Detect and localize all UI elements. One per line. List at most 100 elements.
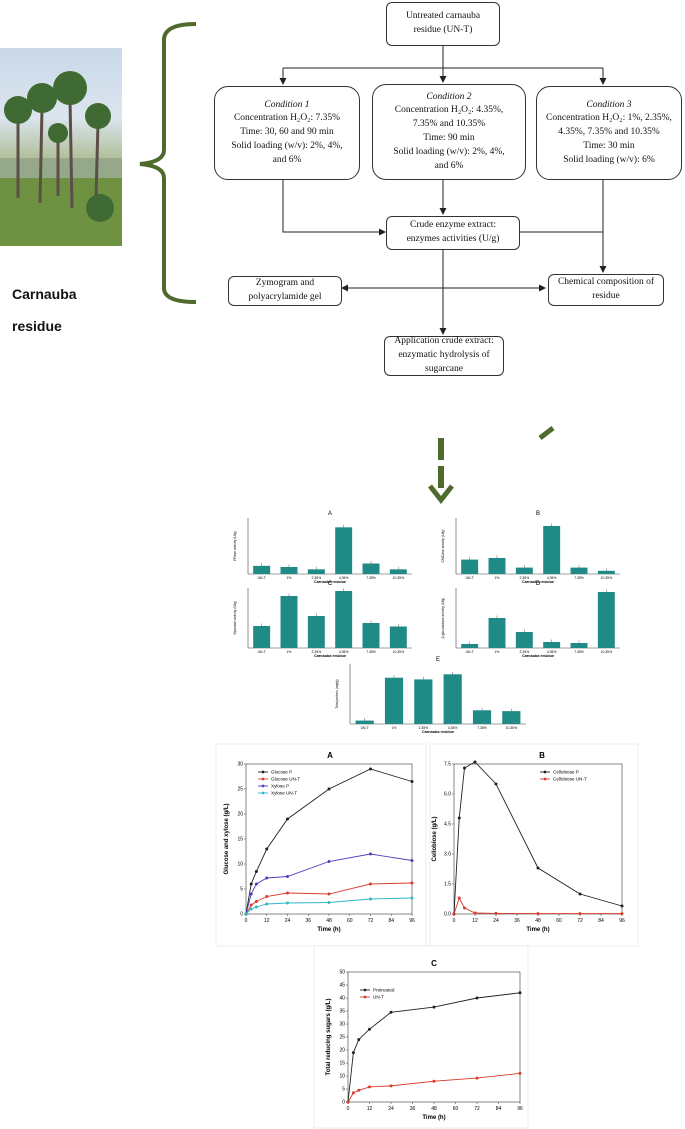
- data-point: [244, 912, 248, 916]
- data-point: [327, 787, 331, 791]
- bar: [488, 558, 506, 574]
- y-tick-label: 5: [342, 1087, 345, 1093]
- bar: [335, 591, 353, 648]
- x-axis-label: Carnauba residue: [522, 580, 554, 584]
- data-point: [244, 912, 248, 916]
- condition-2-line1: Concentration H₂O₂: 4.35%,: [394, 105, 504, 116]
- x-tick-label: 72: [577, 918, 583, 924]
- data-point: [369, 852, 372, 856]
- x-tick-label: 48: [535, 918, 541, 924]
- data-point: [452, 912, 456, 916]
- application-line1: Application crude extract:: [394, 336, 494, 347]
- x-tick-label: 1%: [495, 650, 500, 654]
- line-chart-title: B: [539, 751, 545, 760]
- series-line: [453, 761, 623, 915]
- legend-marker: [543, 770, 547, 774]
- y-tick-label: 10: [339, 1074, 345, 1080]
- data-point: [249, 907, 253, 911]
- x-tick-label: 7.35%: [574, 650, 584, 654]
- legend-marker: [363, 995, 367, 999]
- x-tick-label: 10.35%: [601, 650, 613, 654]
- bar: [389, 626, 407, 648]
- condition-2-line5: and 6%: [434, 160, 464, 171]
- data-point: [389, 1010, 393, 1014]
- data-point: [536, 866, 540, 870]
- photo-label-line1: Carnauba: [12, 286, 77, 302]
- x-tick-label: 48: [431, 1106, 437, 1112]
- condition-2-line4: Solid loading (w/v): 2%, 4%,: [393, 146, 505, 157]
- x-tick-label: 2.35%: [312, 576, 322, 580]
- bar: [461, 559, 479, 574]
- application-box: Application crude extract: enzymatic hyd…: [384, 336, 504, 376]
- y-axis-label: Glucose and xylose (g/L): [224, 803, 230, 874]
- y-tick-label: 5: [240, 887, 243, 893]
- x-axis-label: Time (h): [526, 927, 549, 933]
- x-tick-label: 24: [388, 1106, 394, 1112]
- legend-marker: [261, 777, 265, 781]
- data-point: [368, 1085, 371, 1089]
- condition-1-line3: Solid loading (w/v): 2%, 4%,: [231, 140, 343, 151]
- data-point: [265, 847, 269, 851]
- legend-label: Cellobiose UN-T: [553, 777, 587, 782]
- flowchart-connectors: [139, 22, 607, 505]
- bar: [443, 674, 462, 724]
- legend-label: Cellobiose P: [553, 770, 579, 775]
- data-point: [254, 882, 258, 886]
- grouping-bracket: [139, 22, 197, 304]
- data-point: [473, 760, 477, 764]
- bar: [472, 710, 492, 724]
- x-tick-label: 4.35%: [448, 726, 458, 730]
- series-line: [245, 897, 413, 915]
- bar: [502, 711, 521, 724]
- chemical-line2: residue: [592, 291, 620, 301]
- chart-panel: [313, 945, 529, 1129]
- y-tick-label: 50: [339, 970, 345, 976]
- data-point: [463, 906, 466, 910]
- data-point: [265, 876, 269, 880]
- data-point: [620, 912, 624, 916]
- data-point: [369, 767, 372, 771]
- x-tick-label: 2.35%: [520, 650, 530, 654]
- bar: [389, 569, 407, 574]
- x-tick-label: UN-T: [466, 576, 474, 580]
- bar: [570, 567, 588, 574]
- x-tick-label: 24: [285, 918, 291, 924]
- legend-marker: [261, 784, 265, 788]
- zymogram-line1: Zymogram and: [255, 278, 315, 289]
- x-tick-label: 24: [493, 918, 499, 924]
- bar: [515, 632, 533, 648]
- x-tick-label: 96: [517, 1106, 523, 1112]
- legend-label: Pretreated: [373, 988, 395, 993]
- data-point: [457, 896, 461, 900]
- bar: [570, 643, 588, 648]
- x-tick-label: 7.35%: [477, 726, 487, 730]
- x-tick-label: 60: [347, 918, 353, 924]
- x-axis-label: Time (h): [422, 1115, 445, 1121]
- data-point: [410, 859, 414, 862]
- x-tick-label: 4.35%: [339, 650, 349, 654]
- photo-label-line2: residue: [12, 318, 62, 334]
- data-point: [249, 882, 253, 886]
- bar-chart-title: E: [436, 657, 440, 663]
- data-point: [327, 860, 331, 863]
- x-tick-label: UN-T: [466, 650, 474, 654]
- x-tick-label: 60: [453, 1106, 459, 1112]
- bar-chart-title: C: [328, 581, 333, 587]
- y-tick-label: 20: [339, 1048, 345, 1054]
- x-tick-label: 1%: [495, 576, 500, 580]
- x-tick-label: 72: [368, 918, 374, 924]
- x-tick-label: 1%: [287, 650, 292, 654]
- bar: [597, 570, 615, 574]
- x-tick-label: 12: [472, 918, 478, 924]
- data-point: [368, 1027, 371, 1031]
- chart-panel: [429, 743, 639, 947]
- x-tick-label: 84: [598, 918, 604, 924]
- green-down-arrow: [428, 426, 555, 505]
- x-tick-label: 36: [514, 918, 520, 924]
- data-point: [494, 782, 498, 786]
- y-tick-label: 30: [237, 762, 243, 768]
- y-tick-label: 25: [339, 1035, 345, 1041]
- y-tick-label: 7.5: [444, 762, 451, 768]
- data-point: [389, 1084, 393, 1088]
